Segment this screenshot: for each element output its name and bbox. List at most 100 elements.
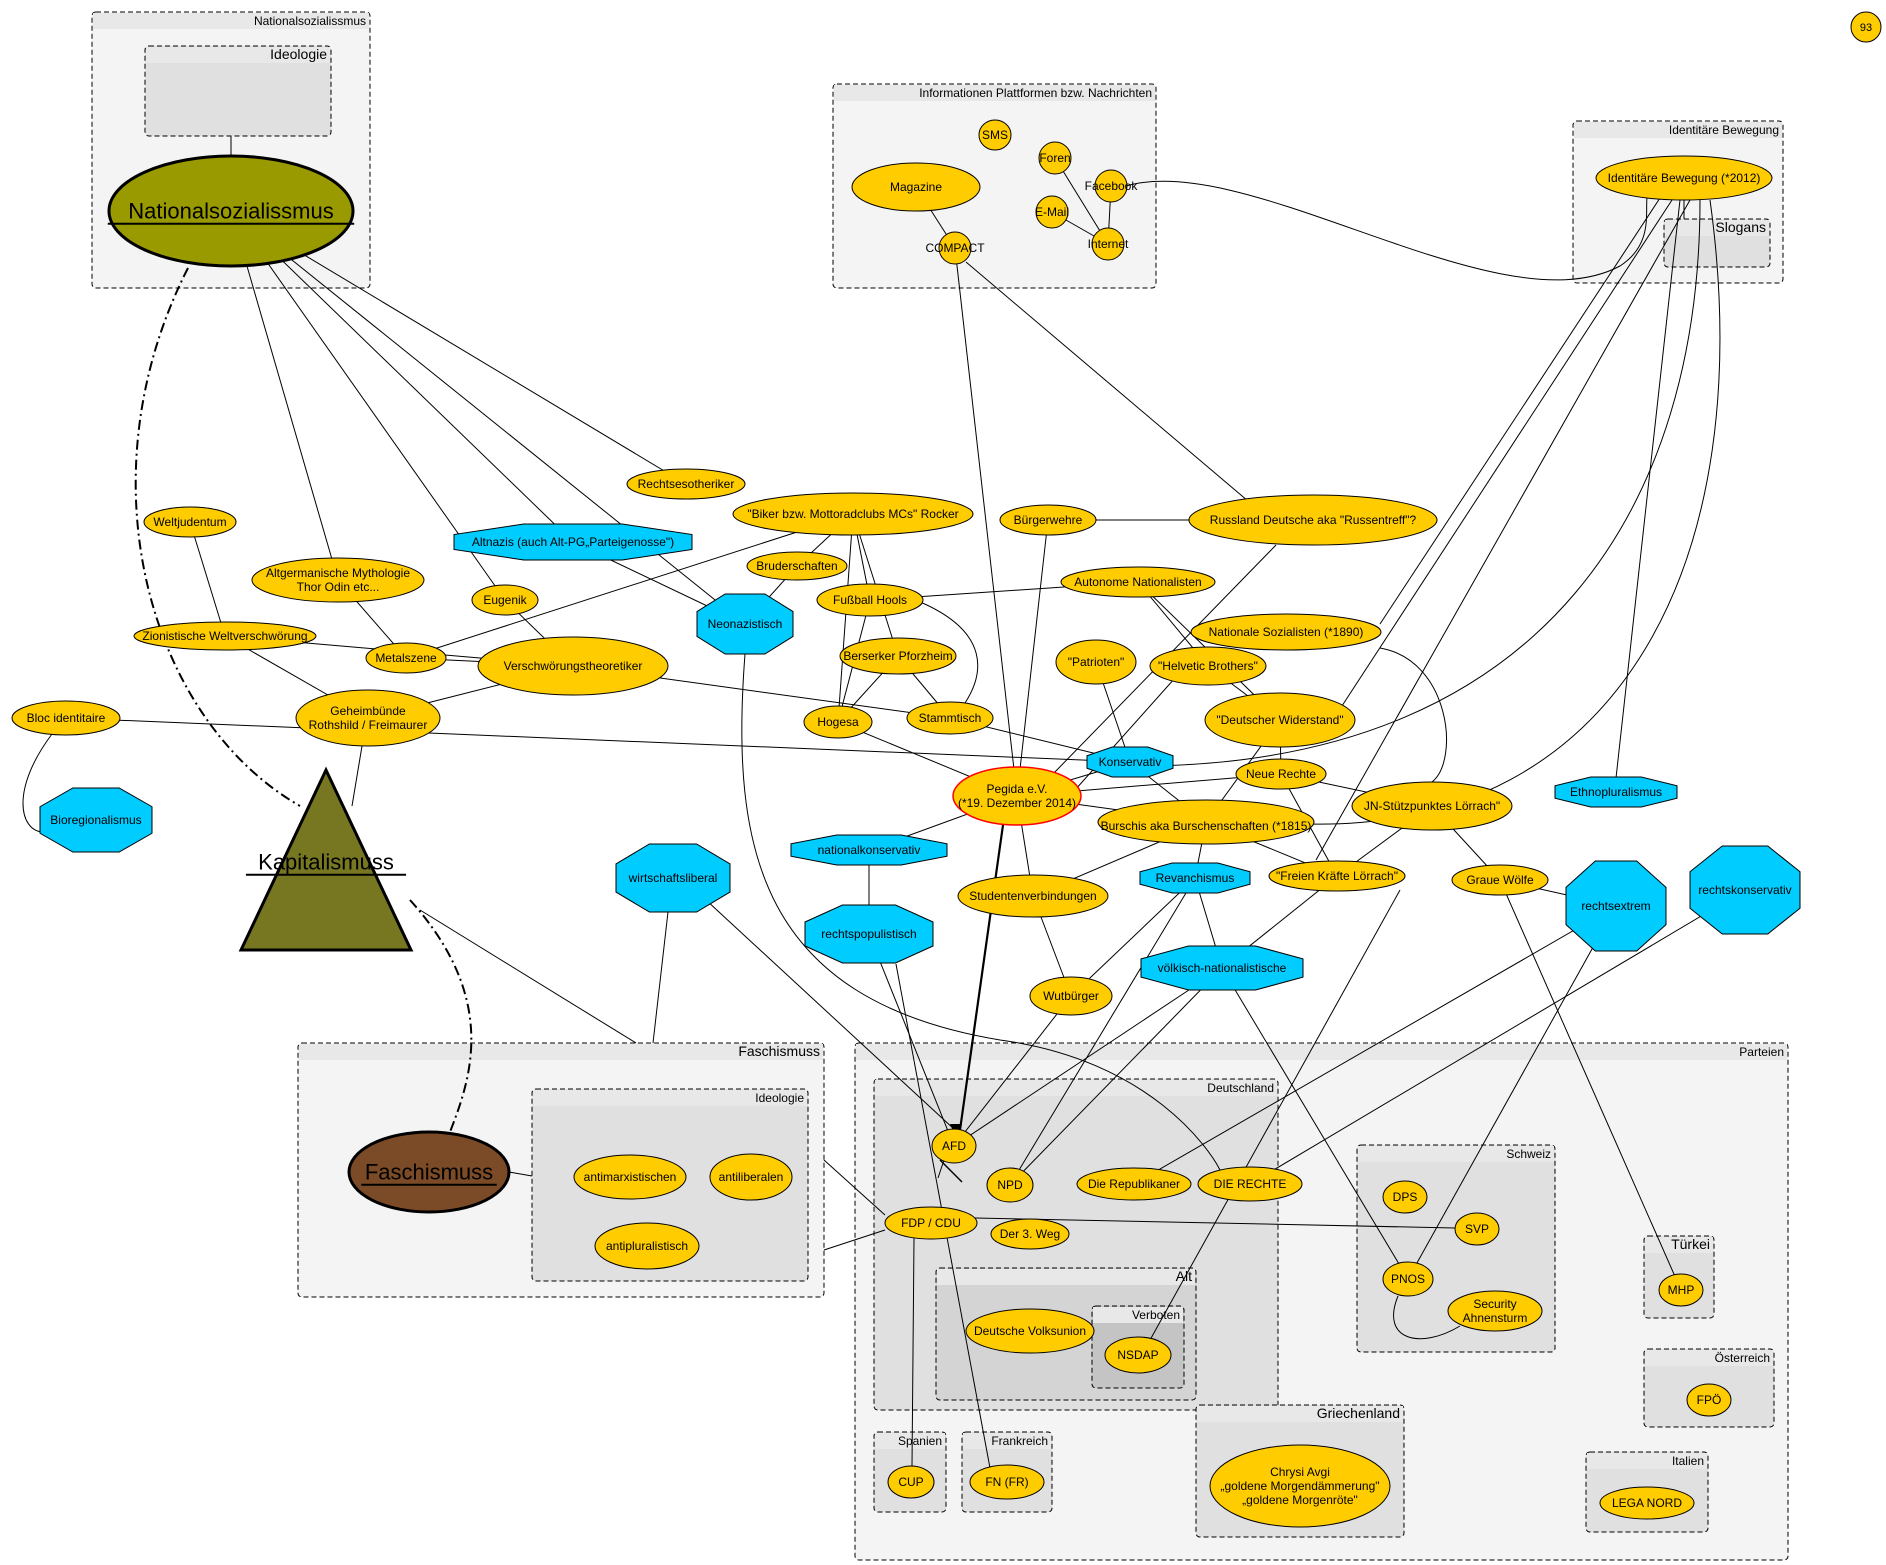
node-sms[interactable]: SMS — [978, 119, 1012, 151]
node-neuerechte[interactable]: Neue Rechte — [1235, 758, 1327, 790]
node-grauewoelfe[interactable]: Graue Wölfe — [1451, 864, 1549, 896]
node-nsdap[interactable]: NSDAP — [1104, 1336, 1172, 1374]
group-label: Türkei — [1671, 1236, 1710, 1252]
node-label: PNOS — [1391, 1272, 1425, 1286]
edge-fdpcdu-svp — [974, 1217, 1456, 1229]
node-nationalkonservativ[interactable]: nationalkonservativ — [790, 834, 948, 866]
node-pegida[interactable]: Pegida e.V.(*19. Dezember 2014) — [952, 766, 1082, 826]
node-internet[interactable]: Internet — [1088, 227, 1129, 261]
node-faschismus[interactable]: Faschismuss — [347, 1130, 511, 1214]
node-natsoz1890[interactable]: Nationale Sozialisten (*1890) — [1190, 613, 1382, 651]
node-ethnopluralismus[interactable]: Ethnopluralismus — [1554, 776, 1678, 808]
group-label: Frankreich — [991, 1434, 1048, 1448]
group-label: Spanien — [898, 1434, 942, 1448]
node-dvu[interactable]: Deutsche Volksunion — [965, 1308, 1095, 1354]
node-freienkraefte[interactable]: "Freien Kräfte Lörrach" — [1268, 860, 1406, 892]
node-ib2012[interactable]: Identitäre Bewegung (*2012) — [1595, 155, 1773, 201]
node-biker[interactable]: "Biker bzw. Mottoradclubs MCs" Rocker — [732, 492, 974, 536]
node-rechtsextrem[interactable]: rechtsextrem — [1565, 860, 1667, 952]
node-revanchismus[interactable]: Revanchismus — [1139, 862, 1251, 894]
node-studentenverbindungen[interactable]: Studentenverbindungen — [957, 874, 1109, 918]
node-verschwoerung[interactable]: Verschwörungstheoretiker — [477, 636, 669, 696]
node-magazine[interactable]: Magazine — [851, 162, 981, 212]
group-label: Ideologie — [270, 46, 327, 62]
node-npd[interactable]: NPD — [986, 1167, 1034, 1203]
node-label: SMS — [982, 128, 1008, 142]
node-bloc[interactable]: Bloc identitaire — [11, 700, 121, 736]
node-russland[interactable]: Russland Deutsche aka "Russentreff"? — [1188, 494, 1438, 546]
node-autonome[interactable]: Autonome Nationalisten — [1060, 566, 1216, 598]
node-wirtschaftsliberal[interactable]: wirtschaftsliberal — [615, 843, 731, 913]
node-rechtsesoteriker[interactable]: Rechtsesotheriker — [626, 468, 746, 500]
edge-fdpcdu-cup — [911, 1237, 915, 1467]
node-jn[interactable]: JN-Stützpunktes Lörrach" — [1351, 781, 1513, 831]
node-antimarx[interactable]: antimarxistischen — [573, 1154, 687, 1200]
node-nationalsozialismus[interactable]: Nationalsozialissmus — [107, 154, 355, 268]
node-republikaner[interactable]: Die Republikaner — [1076, 1167, 1192, 1201]
node-compact[interactable]: COMPACT — [925, 231, 985, 265]
node-rechtspopulistisch[interactable]: rechtspopulistisch — [804, 904, 934, 964]
edge-compact-pegida — [954, 247, 1018, 797]
node-email[interactable]: E-Mail — [1035, 195, 1069, 229]
node-altnazis[interactable]: Altnazis (auch Alt-PG„Parteigenosse") — [453, 523, 693, 561]
node-neonazistisch[interactable]: Neonazistisch — [696, 593, 794, 655]
node-label: Bloc identitaire — [27, 711, 106, 725]
node-fnfr[interactable]: FN (FR) — [969, 1464, 1045, 1500]
node-wutbuerger[interactable]: Wutbürger — [1029, 976, 1113, 1016]
node-chrysi[interactable]: Chrysi Avgi„goldene Morgendämmerung"„gol… — [1209, 1444, 1391, 1528]
node-label: antimarxistischen — [584, 1170, 677, 1184]
group-label: Nationalsozialissmus — [254, 14, 366, 28]
node-bioregionalismus[interactable]: Bioregionalismus — [39, 787, 153, 853]
node-voelkisch[interactable]: völkisch-nationalistische — [1140, 945, 1304, 991]
node-dps[interactable]: DPS — [1382, 1180, 1428, 1214]
node-antiplural[interactable]: antipluralistisch — [594, 1222, 700, 1270]
node-rechtskonservativ[interactable]: rechtskonservativ — [1689, 845, 1801, 935]
node-facebook[interactable]: Facebook — [1085, 169, 1139, 203]
node-label: Revanchismus — [1156, 871, 1235, 885]
node-svp[interactable]: SVP — [1454, 1212, 1500, 1246]
edge-wutbuerger-afd — [953, 995, 1072, 1147]
edge-biker-hogesa — [837, 513, 854, 723]
node-label: Bioregionalismus — [50, 813, 141, 827]
node-kapitalismus[interactable]: Kapitalismuss — [238, 766, 414, 952]
node-stammtisch[interactable]: Stammtisch — [906, 701, 994, 735]
node-weltjudentum[interactable]: Weltjudentum — [143, 506, 237, 538]
node-widerstand[interactable]: "Deutscher Widerstand" — [1204, 692, 1356, 748]
node-patrioten[interactable]: "Patrioten" — [1055, 639, 1137, 685]
node-fussball[interactable]: Fußball Hools — [816, 583, 924, 617]
node-label: E-Mail — [1035, 205, 1069, 219]
edge-nationalsozialismus-kapitalismus — [134, 267, 301, 807]
node-dierechte[interactable]: DIE RECHTE — [1197, 1166, 1303, 1202]
node-metalszene[interactable]: Metalszene — [365, 642, 447, 674]
node-bruderschaften[interactable]: Bruderschaften — [746, 551, 848, 581]
node-label: Facebook — [1085, 179, 1139, 193]
node-lega[interactable]: LEGA NORD — [1599, 1486, 1695, 1520]
node-foren[interactable]: Foren — [1038, 141, 1072, 175]
node-hogesa[interactable]: Hogesa — [803, 705, 873, 739]
node-mhp[interactable]: MHP — [1658, 1273, 1704, 1307]
node-cup[interactable]: CUP — [887, 1465, 935, 1499]
node-buergerwehre[interactable]: Bürgerwehre — [999, 504, 1097, 536]
edge-g_fasch_ideo-fdpcdu — [823, 1229, 886, 1251]
node-antilib[interactable]: antiliberalen — [709, 1153, 793, 1201]
node-label: Faschismuss — [365, 1160, 493, 1185]
node-fdpcdu[interactable]: FDP / CDU — [884, 1206, 978, 1240]
node-label: DIE RECHTE — [1214, 1177, 1287, 1191]
node-label: völkisch-nationalistische — [1158, 961, 1287, 975]
node-eugenik[interactable]: Eugenik — [471, 584, 539, 616]
node-fpoe[interactable]: FPÖ — [1686, 1383, 1732, 1417]
node-der3weg[interactable]: Der 3. Weg — [990, 1218, 1070, 1250]
node-konservativ[interactable]: Konservativ — [1086, 746, 1174, 778]
node-burschis[interactable]: Burschis aka Burschenschaften (*1815) — [1097, 799, 1315, 845]
node-helvetic[interactable]: "Helvetic Brothers" — [1149, 646, 1267, 686]
node-afd[interactable]: AFD — [931, 1128, 977, 1164]
node-zionistische[interactable]: Zionistische Weltverschwörung — [133, 621, 317, 651]
group-label: Alt — [1176, 1268, 1192, 1284]
node-pnos[interactable]: PNOS — [1382, 1261, 1434, 1297]
group-label: Griechenland — [1317, 1405, 1400, 1421]
node-berserker[interactable]: Berserker Pforzheim — [839, 637, 957, 675]
